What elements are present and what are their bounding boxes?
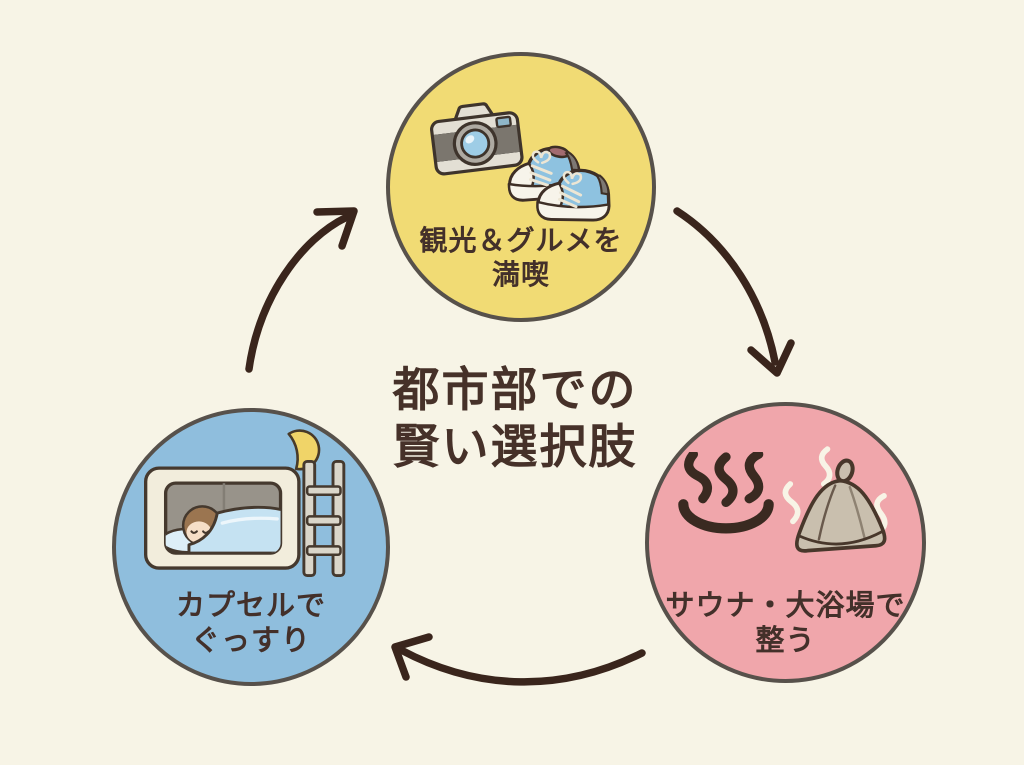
diagram-title-line1: 都市部での: [392, 363, 638, 418]
ladder-icon: [302, 460, 346, 577]
node-sauna-label-line2: 整う: [755, 623, 816, 658]
node-sightseeing: 観光＆グルメを 満喫: [386, 52, 656, 322]
camera-icon: [429, 102, 524, 176]
node-capsule-label: カプセルで ぐっすり: [116, 588, 386, 659]
node-sightseeing-label-line2: 満喫: [491, 258, 550, 292]
arrow-left-to-top: [245, 207, 358, 373]
diagram-title: 都市部での 賢い選択肢: [347, 362, 683, 477]
node-capsule: カプセルで ぐっすり: [112, 408, 390, 686]
node-sightseeing-label-line1: 観光＆グルメを: [419, 224, 623, 257]
node-sauna: サウナ・大浴場で 整う: [645, 402, 926, 683]
node-capsule-label-line2: ぐっすり: [190, 623, 311, 658]
node-sauna-label: サウナ・大浴場で 整う: [649, 588, 922, 659]
node-sauna-label-line1: サウナ・大浴場で: [665, 588, 906, 622]
node-capsule-label-line1: カプセルで: [175, 588, 326, 622]
node-sightseeing-label: 観光＆グルメを 満喫: [390, 224, 652, 292]
capsule-bed-icon: [144, 460, 346, 577]
diagram-title-line2: 賢い選択肢: [392, 420, 638, 476]
sauna-hat-icon: [782, 446, 888, 553]
sneakers-icon: [507, 145, 611, 222]
onsen-icon: [678, 452, 774, 534]
arrow-right-to-left: [391, 633, 646, 686]
arrow-top-to-right: [673, 207, 795, 377]
